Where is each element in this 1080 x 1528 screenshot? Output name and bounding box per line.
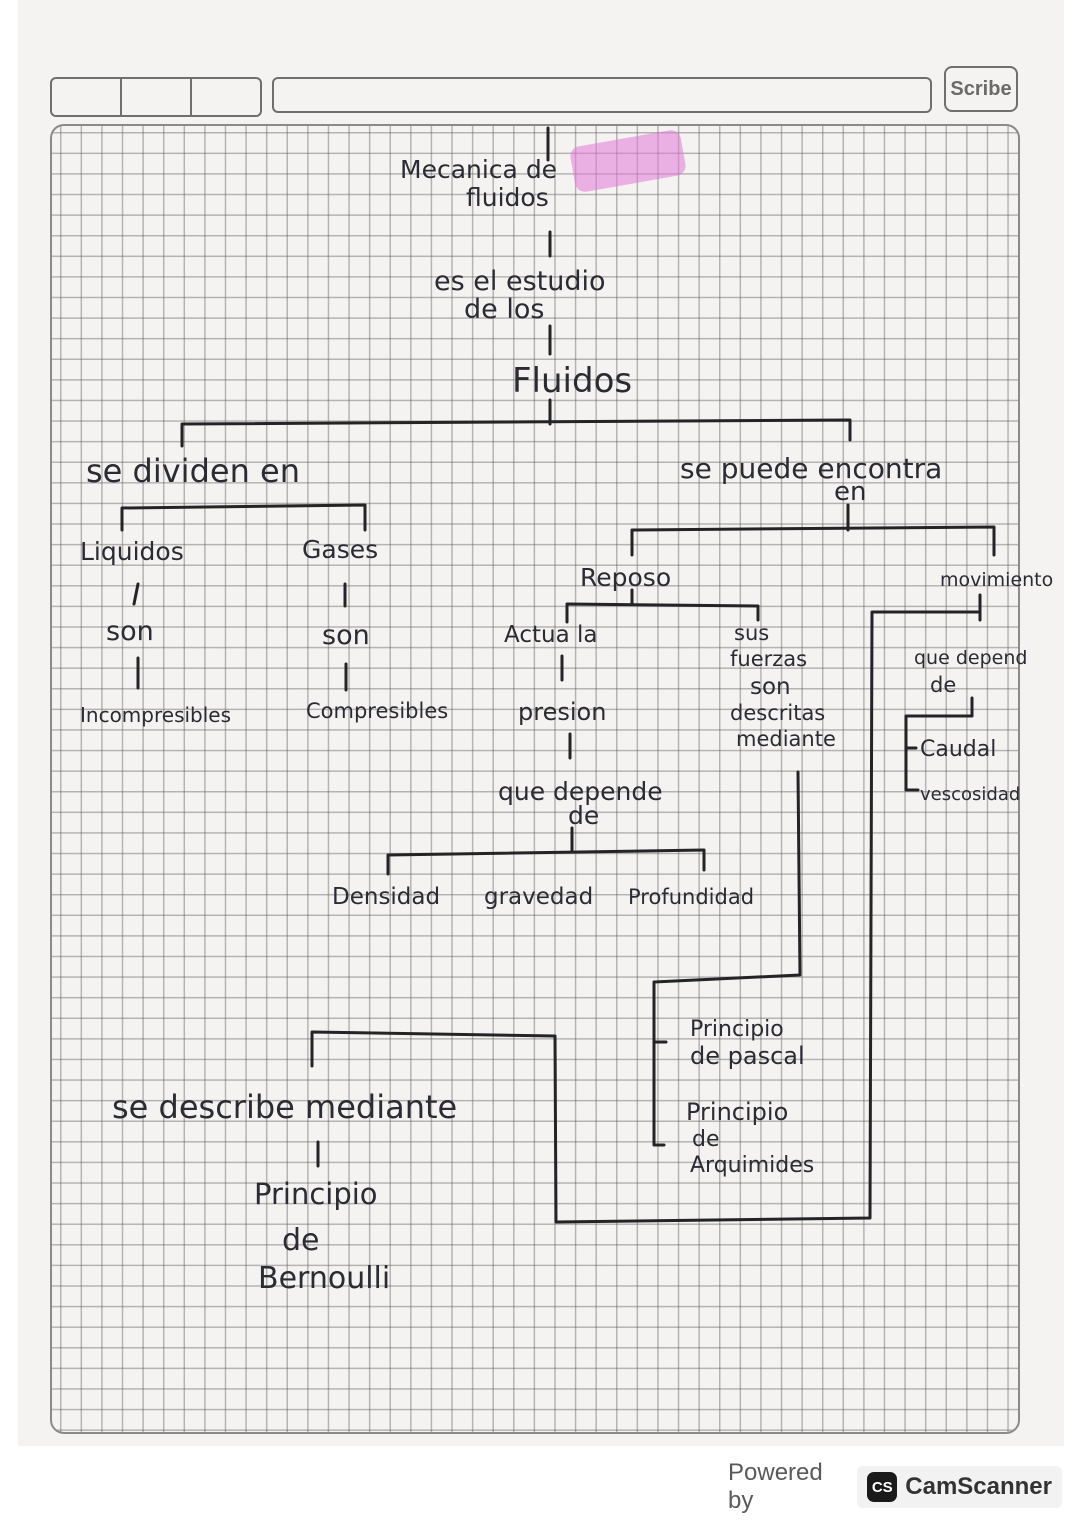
scanner-footer: Powered by CS CamScanner bbox=[728, 1459, 1062, 1514]
camscanner-name: CamScanner bbox=[905, 1473, 1052, 1500]
node-bernoulli: Principio bbox=[254, 1177, 378, 1211]
notebook-brand-box: Scribe bbox=[944, 66, 1018, 112]
title-box bbox=[272, 77, 932, 113]
connector bbox=[386, 848, 706, 876]
node-sus-fuerzas: sus bbox=[734, 621, 769, 645]
node-title: fluidos bbox=[466, 183, 549, 212]
node-caudal: Caudal bbox=[920, 737, 996, 762]
connector bbox=[120, 503, 367, 532]
node-labels: Mecanica de fluidos es el estudio de los… bbox=[80, 155, 1053, 1296]
node-se-describe: se describe mediante bbox=[112, 1088, 457, 1126]
node-gravedad: gravedad bbox=[484, 884, 593, 910]
camscanner-badge: CS CamScanner bbox=[857, 1466, 1062, 1508]
node-arquimides: Arquimides bbox=[690, 1153, 814, 1178]
node-que-depende: de bbox=[568, 801, 599, 830]
date-box bbox=[50, 77, 262, 117]
node-link-estudio: es el estudio bbox=[434, 266, 606, 297]
node-se-puede: en bbox=[834, 477, 866, 507]
node-liquidos: Liquidos bbox=[80, 537, 184, 566]
date-divider bbox=[190, 79, 192, 115]
connector bbox=[904, 696, 974, 792]
node-incompresibles: Incompresibles bbox=[80, 703, 231, 727]
node-pascal: de pascal bbox=[690, 1042, 805, 1070]
node-sus-fuerzas: fuerzas bbox=[730, 647, 807, 671]
node-profundidad: Profundidad bbox=[628, 885, 754, 909]
node-title: Mecanica de bbox=[400, 155, 557, 184]
node-que-depend: de bbox=[930, 673, 956, 697]
node-sus-fuerzas: son bbox=[750, 674, 791, 700]
powered-by-text: Powered by bbox=[728, 1459, 823, 1514]
node-se-puede: se puede encontra bbox=[680, 452, 942, 485]
node-que-depende: que depende bbox=[498, 777, 663, 806]
node-pascal: Principio bbox=[690, 1017, 784, 1042]
node-se-dividen: se dividen en bbox=[86, 452, 300, 490]
connector bbox=[652, 770, 802, 1147]
node-actua-la: Actua la bbox=[504, 622, 597, 648]
node-fluidos: Fluidos bbox=[512, 361, 632, 401]
connector bbox=[565, 602, 760, 624]
node-arquimides: de bbox=[692, 1127, 720, 1152]
date-divider bbox=[120, 79, 122, 115]
node-son: son bbox=[322, 620, 370, 651]
notebook-brand: Scribe bbox=[950, 77, 1012, 100]
node-arquimides: Principio bbox=[686, 1098, 788, 1126]
node-bernoulli: Bernoulli bbox=[258, 1261, 390, 1296]
node-presion: presion bbox=[518, 698, 606, 726]
node-sus-fuerzas: mediante bbox=[736, 727, 836, 751]
node-reposo: Reposo bbox=[580, 563, 671, 592]
node-densidad: Densidad bbox=[332, 884, 440, 910]
connector bbox=[180, 418, 852, 448]
node-que-depend: que depend bbox=[914, 647, 1027, 669]
node-gases: Gases bbox=[302, 535, 378, 564]
node-son: son bbox=[106, 616, 154, 647]
node-sus-fuerzas: descritas bbox=[730, 701, 825, 725]
grid-paper bbox=[50, 124, 1020, 1434]
node-bernoulli: de bbox=[282, 1223, 320, 1258]
node-compresibles: Compresibles bbox=[306, 699, 448, 723]
connector bbox=[132, 582, 140, 606]
node-link-estudio: de los bbox=[464, 294, 544, 325]
node-viscosidad: vescosidad bbox=[920, 784, 1020, 805]
connector-lines bbox=[120, 126, 996, 1224]
connector bbox=[630, 525, 996, 557]
camscanner-logo-icon: CS bbox=[867, 1472, 898, 1502]
connector bbox=[310, 610, 980, 1224]
node-movimiento: movimiento bbox=[940, 569, 1053, 591]
